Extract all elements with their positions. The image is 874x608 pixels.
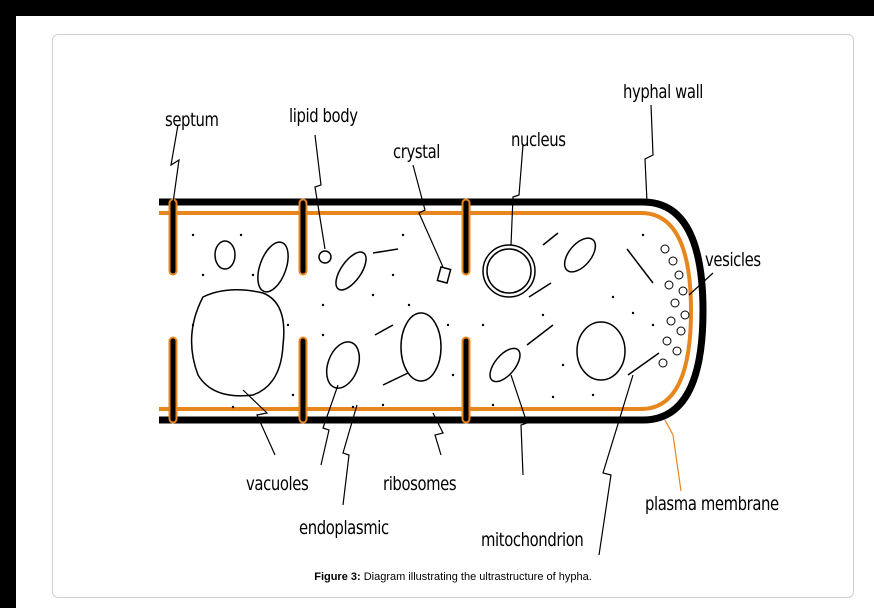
er-2	[375, 325, 393, 335]
mitochondrion-3	[559, 233, 602, 278]
vesicle-cluster	[659, 245, 689, 367]
caption-text: Diagram illustrating the ultrastructure …	[361, 571, 592, 583]
label-mitochondrion: mitochondrion	[481, 529, 583, 551]
leader-crystal	[413, 165, 443, 267]
label-vacuoles: vacuoles	[246, 473, 308, 495]
mitochondrion-1	[215, 241, 235, 269]
leader-mitochondrion-2	[599, 375, 633, 555]
crystal-shape	[437, 267, 450, 283]
label-hyphal-wall: hyphal wall	[623, 81, 703, 103]
er-4	[527, 325, 553, 345]
label-plasma-membrane: plasma membrane	[645, 493, 779, 515]
page-frame: septum lipid body crystal nucleus hyphal…	[16, 16, 874, 608]
label-crystal: crystal	[393, 141, 440, 163]
lipid-body	[319, 251, 331, 263]
er-1	[373, 249, 398, 253]
leader-hyphal-wall	[645, 105, 653, 202]
vacuole-4	[577, 322, 625, 380]
mitochondrion-4	[484, 343, 525, 386]
label-endoplasmic: endoplasmic	[299, 517, 389, 539]
er-8	[543, 233, 558, 245]
label-septum: septum	[165, 109, 219, 131]
leader-septum	[171, 125, 179, 203]
figure-caption: Figure 3: Diagram illustrating the ultra…	[53, 571, 853, 583]
er-5	[529, 283, 551, 297]
leader-lipid-body	[315, 135, 325, 249]
leader-nucleus	[511, 145, 523, 245]
er-3	[383, 373, 408, 385]
caption-prefix: Figure 3:	[314, 571, 360, 583]
vacuole-large	[192, 290, 284, 396]
leader-mitochondrion	[511, 375, 527, 475]
nucleus-shape	[483, 245, 535, 297]
label-lipid-body: lipid body	[289, 105, 358, 127]
label-ribosomes: ribosomes	[383, 473, 456, 495]
vacuole-3	[401, 313, 441, 381]
er-7	[627, 249, 653, 283]
figure-card: septum lipid body crystal nucleus hyphal…	[52, 34, 854, 598]
label-nucleus: nucleus	[511, 129, 566, 151]
vacuole-2	[321, 337, 366, 392]
leader-endoplasmic-2	[321, 385, 338, 465]
vacuole-small-1	[252, 238, 294, 296]
mitochondrion-2	[330, 247, 372, 295]
leader-plasma-membrane	[665, 420, 681, 491]
er-6	[628, 353, 659, 375]
label-vesicles: vesicles	[705, 249, 761, 271]
